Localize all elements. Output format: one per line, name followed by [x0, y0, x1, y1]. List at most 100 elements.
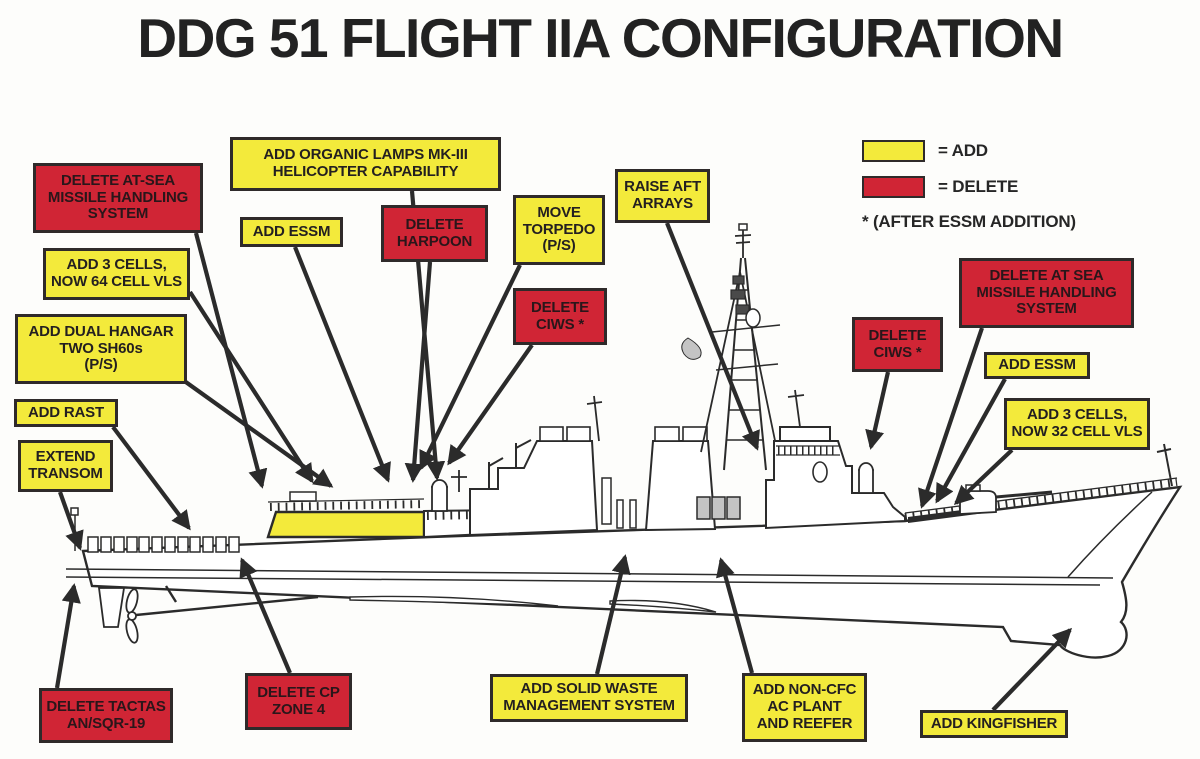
- callout-line: ADD KINGFISHER: [930, 714, 1058, 732]
- arrow-add-solid-waste: [594, 554, 631, 675]
- legend-add-swatch: [862, 140, 925, 162]
- arrow-layer: [54, 190, 1073, 712]
- callout-line: ADD ESSM: [998, 356, 1076, 374]
- vent-post-1: [616, 499, 624, 529]
- callout-line: ADD DUAL HANGAR: [28, 322, 174, 340]
- callout-line: HARPOON: [396, 232, 473, 250]
- callout-line: ZONE 4: [272, 700, 325, 718]
- aft-funnel-cap-2: [566, 426, 591, 442]
- callout-line: DELETE AT SEA: [989, 266, 1104, 284]
- callout-add-kingfisher: ADD KINGFISHER: [920, 710, 1068, 738]
- callout-line: CIWS *: [873, 343, 922, 361]
- callout-line: DELETE AT-SEA: [60, 171, 176, 189]
- arrow-delete-harpoon: [404, 261, 433, 483]
- hangar-highlight: [266, 491, 426, 539]
- callout-line: ADD RAST: [28, 403, 104, 421]
- callout-line: DELETE: [868, 326, 927, 344]
- callout-line: TRANSOM: [28, 465, 103, 482]
- callout-add-essm-aft: ADD ESSM: [240, 217, 343, 247]
- callout-line: MOVE: [537, 203, 581, 221]
- fwd-funnel-cap-2: [682, 426, 708, 442]
- bilge-keel-fwd: [609, 599, 717, 613]
- callout-line: CIWS *: [536, 315, 584, 333]
- bridge-mast: [787, 389, 805, 428]
- arrow-delete-at-sea-missile-handling-aft: [193, 232, 268, 489]
- callout-line: ADD NON-CFC: [752, 681, 857, 699]
- arrow-delete-ciws-fwd: [865, 371, 891, 450]
- arrow-add-3-cells-64: [188, 290, 314, 484]
- bridge-windows: [776, 445, 840, 456]
- cross-antenna: [451, 470, 467, 492]
- arrow-delete-at-sea-missile-handling-fwd: [918, 327, 984, 509]
- arrow-add-dual-hangar: [181, 378, 334, 488]
- aft-superstructure: [469, 440, 599, 537]
- page-title: DDG 51 FLIGHT IIA CONFIGURATION: [137, 7, 1064, 69]
- fwd-ciws: [858, 462, 874, 494]
- callout-line: SYSTEM: [87, 205, 149, 223]
- arrow-delete-ciws-aft: [447, 343, 534, 466]
- callout-line: ADD ESSM: [252, 222, 331, 240]
- forecastle-rail: [904, 477, 1178, 514]
- legend-delete-swatch: [862, 176, 925, 198]
- callout-line: DELETE: [405, 215, 464, 233]
- callout-line: ADD ORGANIC LAMPS MK-III: [263, 146, 468, 164]
- spy-array-face: [812, 461, 828, 483]
- arrow-add-rast: [111, 425, 191, 531]
- bridge-block: [765, 440, 906, 530]
- legend-add-row: = ADD: [862, 140, 1076, 162]
- deck-lockers: [696, 496, 741, 520]
- king-post: [601, 477, 612, 525]
- callout-line: AND REEFER: [756, 714, 853, 732]
- anchor-chain: [1067, 491, 1153, 578]
- arrow-move-torpedo: [419, 264, 522, 471]
- rudder: [97, 587, 126, 628]
- callout-line: MANAGEMENT SYSTEM: [503, 697, 675, 714]
- hull: [81, 485, 1183, 659]
- callout-line: SYSTEM: [1016, 300, 1077, 318]
- callout-line: NOW 64 CELL VLS: [51, 273, 182, 290]
- legend-delete-row: = DELETE: [862, 176, 1076, 198]
- callout-line: HELICOPTER CAPABILITY: [272, 163, 459, 180]
- bilge-keel-aft: [349, 595, 559, 607]
- callout-line: ARRAYS: [632, 195, 693, 212]
- callout-line: (P/S): [542, 237, 576, 255]
- main-mast: [681, 223, 781, 471]
- callout-add-3-cells-32: ADD 3 CELLS,NOW 32 CELL VLS: [1004, 398, 1150, 450]
- arrow-add-kingfisher: [991, 627, 1073, 712]
- arrow-delete-cp-zone-4: [239, 557, 292, 674]
- legend-asterisk-note: * (AFTER ESSM ADDITION): [862, 212, 1076, 231]
- arrow-delete-tactas: [54, 583, 81, 689]
- callout-line: DELETE: [531, 298, 589, 316]
- boat-crane-2: [515, 439, 532, 468]
- arrow-extend-transom: [58, 491, 84, 551]
- callout-line: ADD SOLID WASTE: [520, 680, 658, 698]
- callout-line: NOW 32 CELL VLS: [1011, 423, 1143, 440]
- aft-ciws: [431, 479, 448, 512]
- stern-light: [70, 507, 79, 516]
- callout-line: MISSILE HANDLING: [47, 188, 189, 206]
- legend: = ADD = DELETE * (AFTER ESSM ADDITION): [862, 140, 1076, 232]
- callout-line: AC PLANT: [767, 698, 842, 716]
- callout-line: (P/S): [84, 356, 118, 374]
- flight-deck-nets: [87, 536, 240, 553]
- legend-add-label: = ADD: [938, 141, 988, 160]
- aft-pole-mast: [586, 395, 603, 442]
- callout-add-rast: ADD RAST: [14, 399, 118, 427]
- callout-line: TORPEDO: [522, 220, 596, 238]
- arrow-add-essm-aft: [293, 246, 391, 483]
- propeller: [125, 588, 139, 644]
- fwd-funnel-cap-1: [654, 426, 680, 442]
- arrow-add-essm-fwd: [935, 377, 1007, 504]
